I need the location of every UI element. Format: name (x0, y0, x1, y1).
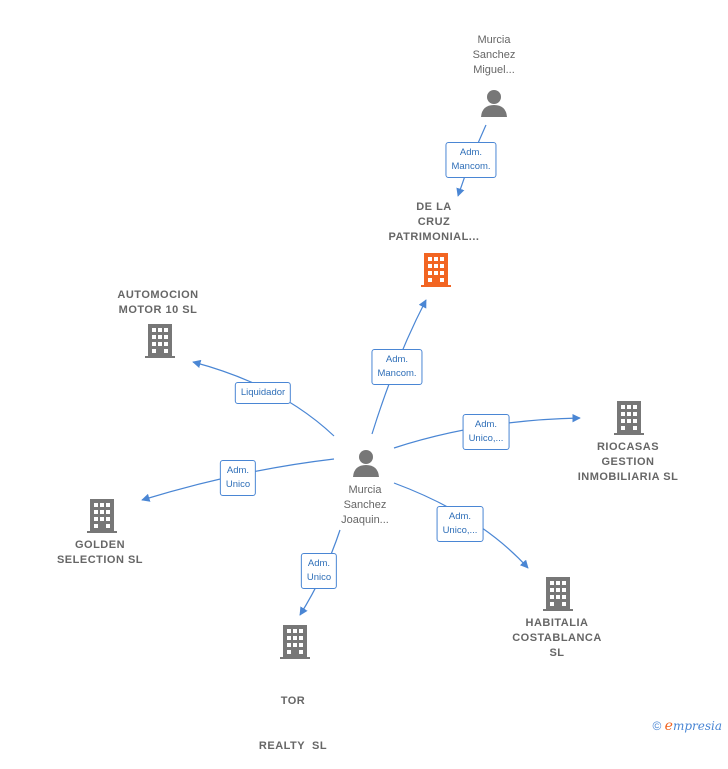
node-label-person-top[interactable]: Murcia Sanchez Miguel... (472, 34, 516, 76)
node-label-riocasas[interactable]: RIOCASAS GESTION INMOBILIARIA SL (577, 441, 679, 483)
node-label-de-la-cruz[interactable]: DE LA CRUZ PATRIMONIAL... (388, 201, 480, 243)
building-icon[interactable] (278, 624, 312, 660)
building-icon[interactable] (419, 252, 453, 288)
brand-logo-rest: mpresia (672, 719, 722, 733)
edge-label-center-to-cruz[interactable]: Adm. Mancom. (371, 349, 423, 385)
brand-logo-first: e (664, 718, 673, 734)
building-icon[interactable] (143, 323, 177, 359)
copyright-symbol: © (652, 719, 662, 733)
node-label-habitalia[interactable]: HABITALIA COSTABLANCA SL (512, 617, 602, 659)
building-icon[interactable] (85, 498, 119, 534)
footer-brand[interactable]: © empresia (652, 718, 722, 734)
edge-label-center-to-tor[interactable]: Adm. Unico (300, 553, 338, 589)
edge-label-center-to-habitalia[interactable]: Adm. Unico,... (436, 506, 484, 542)
building-icon[interactable] (612, 400, 646, 436)
person-icon[interactable] (479, 88, 509, 118)
edge-label-center-to-golden[interactable]: Adm. Unico (219, 460, 257, 496)
node-label-tor[interactable]: TOR REALTY SL (258, 695, 328, 752)
edge-label-top-to-cruz[interactable]: Adm. Mancom. (445, 142, 497, 178)
node-label-automocion[interactable]: AUTOMOCION MOTOR 10 SL (117, 289, 199, 316)
building-icon[interactable] (541, 576, 575, 612)
edge-label-center-to-automocion[interactable]: Liquidador (234, 382, 292, 404)
edge-layer (141, 124, 581, 616)
person-icon[interactable] (351, 448, 381, 478)
node-label-person-center[interactable]: Murcia Sanchez Joaquin... (341, 484, 389, 526)
edge-label-center-to-riocasas[interactable]: Adm. Unico,... (462, 414, 510, 450)
node-label-golden[interactable]: GOLDEN SELECTION SL (56, 539, 144, 566)
